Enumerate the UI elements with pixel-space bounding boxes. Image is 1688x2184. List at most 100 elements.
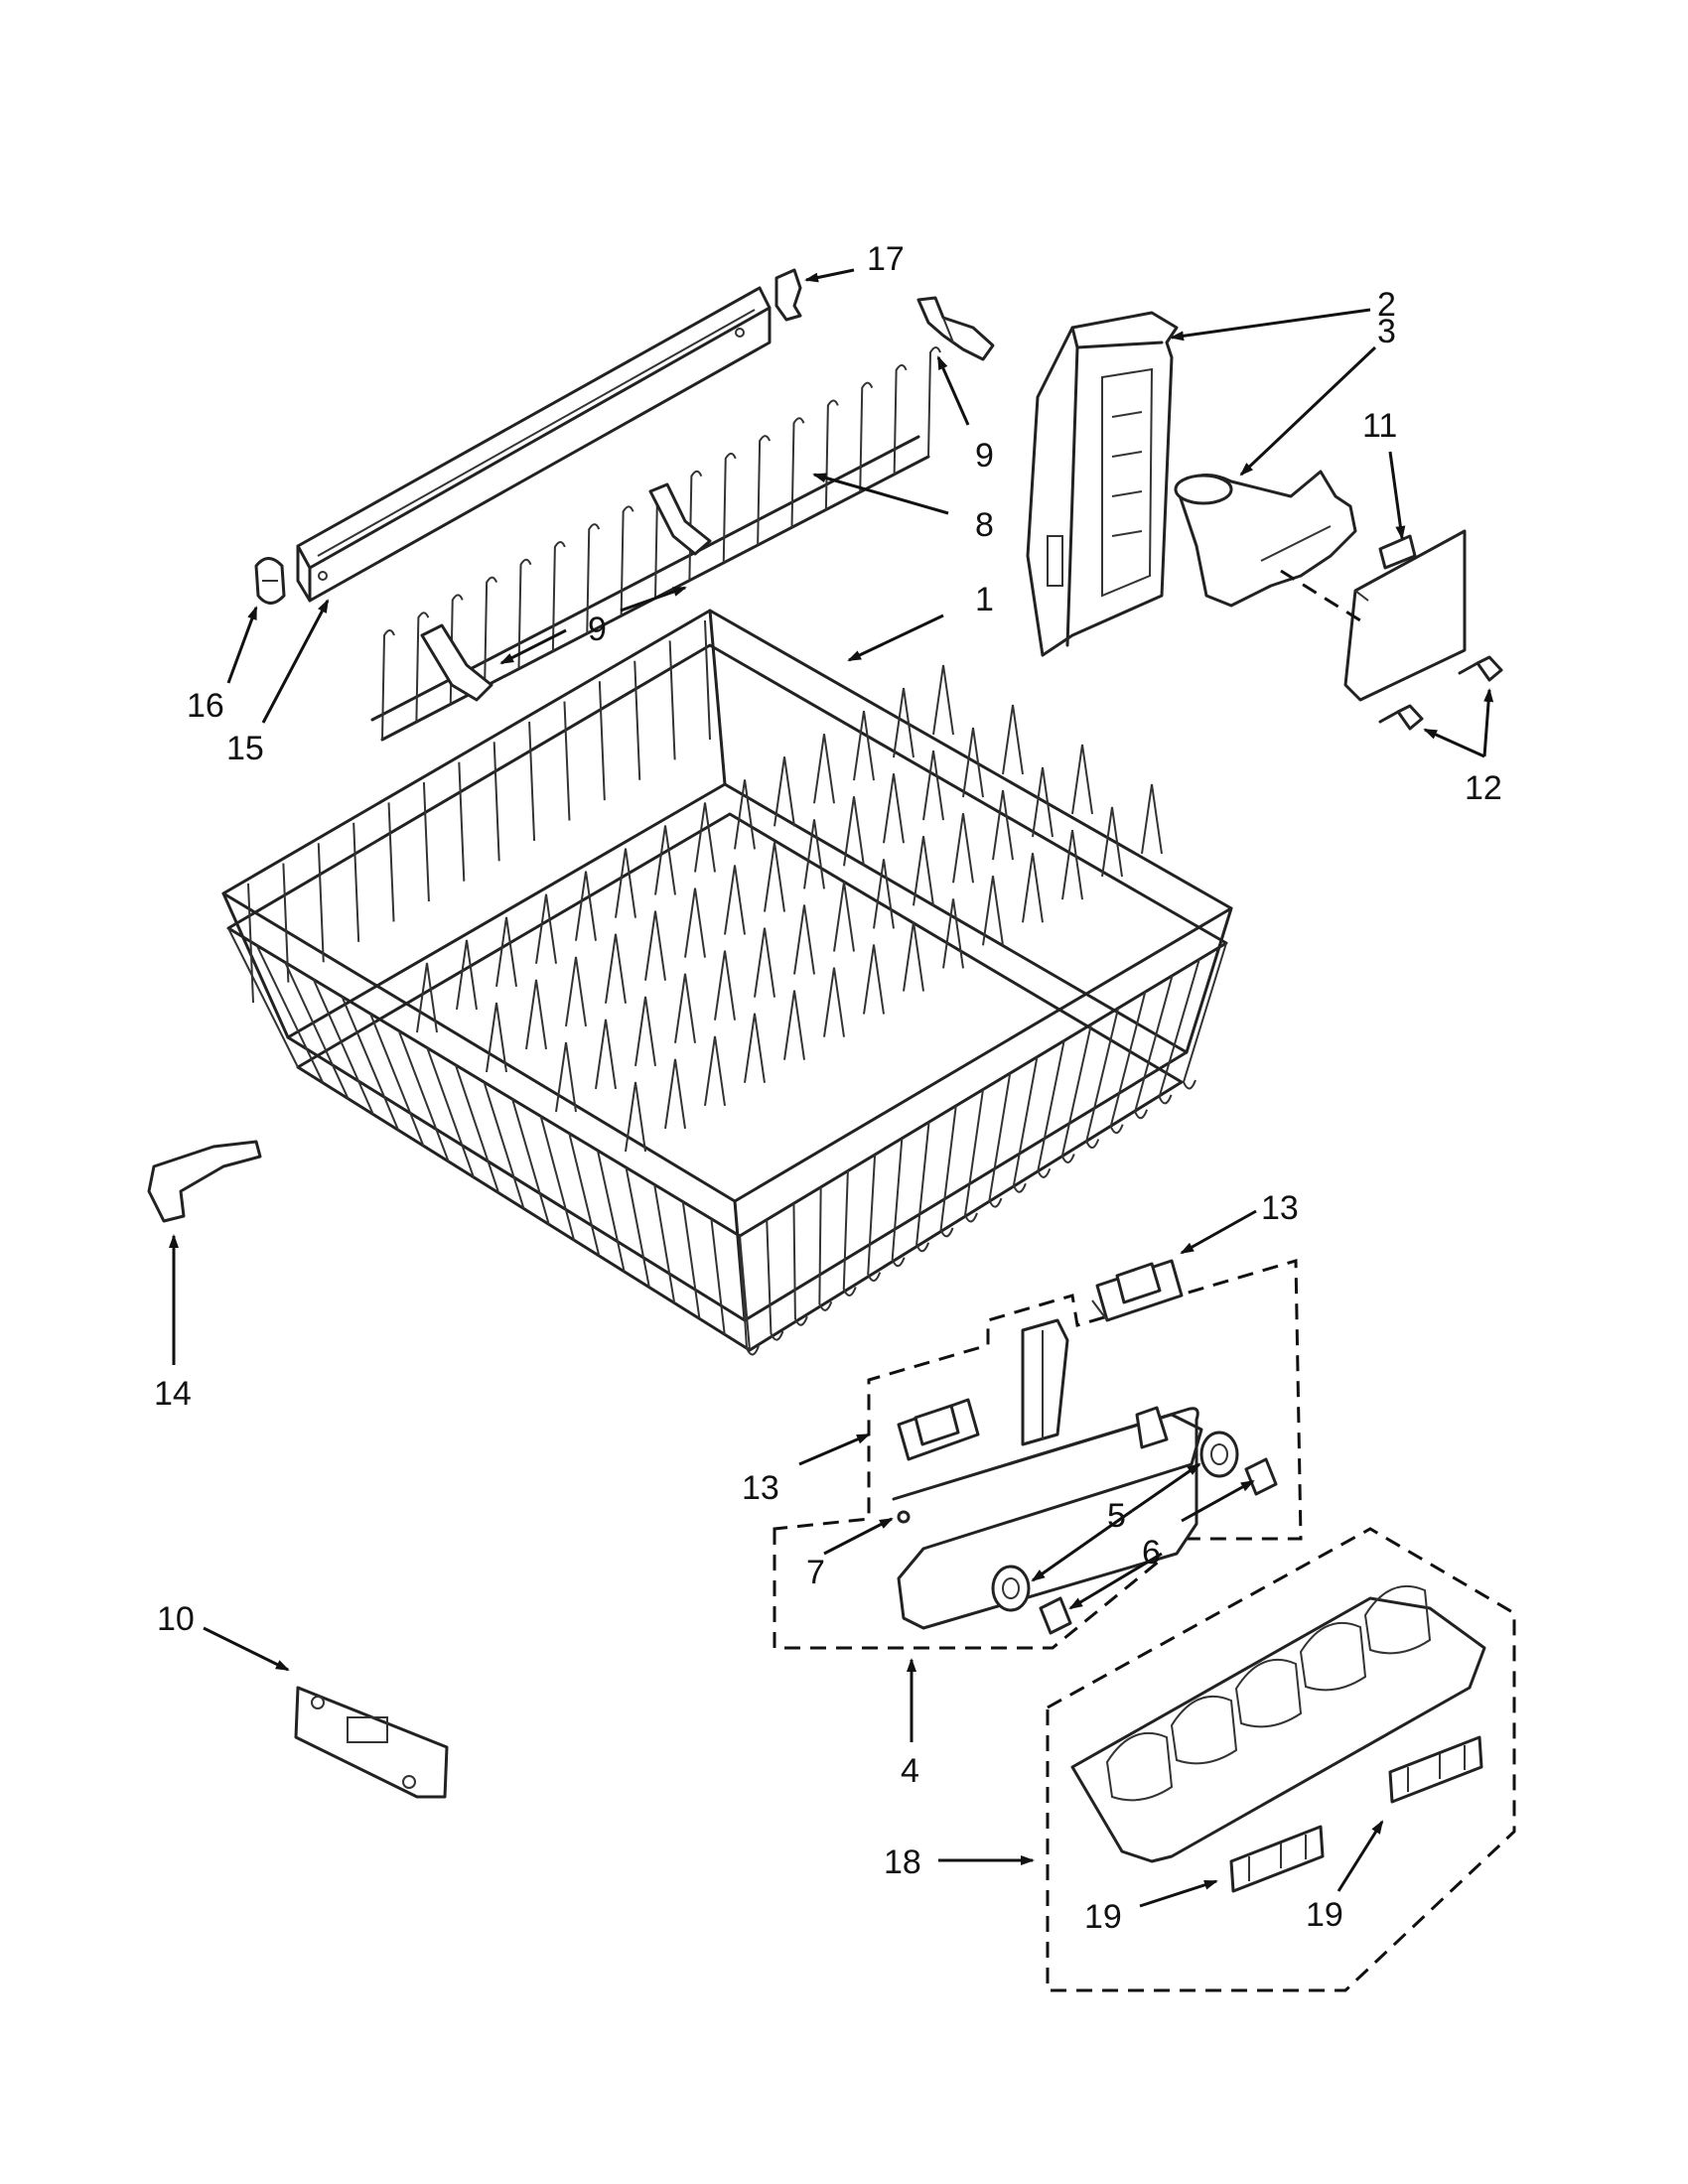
wire [891,1138,906,1268]
part-carrier-left [897,1398,980,1461]
wire [492,742,500,862]
wire [620,505,634,616]
wire [863,944,885,1015]
wire [915,1122,930,1253]
wire [757,435,772,546]
wire [551,540,566,651]
wire [823,967,845,1037]
wire [654,825,676,895]
wire [883,773,905,844]
callout-17: 17 [867,240,905,278]
callout-8: 8 [975,506,994,544]
part-wheel-right [1199,1431,1239,1478]
wire [486,1002,507,1073]
wire [783,990,805,1060]
wire [653,1184,676,1303]
wire [387,802,395,922]
wire [818,1186,833,1311]
callout-13-right: 13 [1261,1189,1299,1227]
callout-2: 2 [1377,286,1396,324]
wire [913,836,934,906]
wire [792,1203,808,1326]
wire [992,790,1014,861]
callout-6: 6 [1142,1534,1161,1571]
callout-16: 16 [187,687,224,725]
wire [565,956,587,1026]
wire [793,904,815,975]
group-outline-adjuster-kit [773,1259,1303,1650]
wire [568,1133,601,1257]
wire [803,819,825,889]
wire [843,796,865,867]
wire [893,687,914,758]
wire [644,910,666,981]
callout-18: 18 [884,1843,921,1881]
part-axle-left [1039,1596,1072,1635]
wire [1101,806,1123,878]
part-axle-right [1244,1457,1278,1496]
wire [535,893,557,964]
callout-4: 4 [901,1752,919,1790]
wire [1002,704,1024,775]
wire [397,1029,450,1162]
wire [227,927,299,1068]
callout-15: 15 [226,730,264,767]
wire [381,629,395,741]
wire [1061,830,1083,900]
part-upper-rack [221,609,1233,1356]
callout-1: 1 [975,581,994,618]
leader-lines [169,268,1494,1908]
wire [1022,853,1044,923]
wire [1012,1056,1039,1193]
wire [833,882,855,952]
wire [739,1235,760,1356]
wire [893,363,908,475]
wire [575,871,597,941]
wire [284,962,350,1100]
part-tine-clip-left [420,623,493,702]
wire [426,1047,475,1178]
wire [1299,1622,1367,1692]
part-adjuster-arm [1174,470,1357,608]
wire [714,950,736,1021]
wire [903,921,924,992]
wire [739,1235,751,1351]
part-screw-b [1378,704,1424,731]
wire [598,681,606,801]
callout-13-left: 13 [742,1469,779,1507]
wire [684,887,706,958]
wire [416,962,438,1033]
wire [483,1081,525,1209]
wire [528,721,536,841]
wire [688,470,703,581]
wire [982,876,1004,946]
part-rail-clip [774,268,802,322]
part-cover-plate [1343,529,1467,702]
part-adjuster-housing [1026,311,1179,657]
wire [539,1116,576,1241]
callout-14: 14 [154,1375,192,1413]
wire [625,1081,646,1153]
wire [282,863,290,983]
part-wheel-left [991,1565,1031,1612]
wire [352,822,360,942]
part-screw-a [1458,655,1503,682]
wire [744,1013,766,1083]
wire [633,660,641,780]
wire [927,346,941,458]
wire [932,664,954,736]
callout-19-right: 19 [1306,1896,1343,1934]
wire [517,558,532,669]
part-bracket [294,1686,449,1799]
wire [1170,1696,1238,1765]
wire [422,782,430,902]
wire [596,1150,626,1273]
wire [634,996,656,1066]
wire [952,813,974,884]
wire [525,979,547,1050]
callout-12: 12 [1465,769,1502,807]
group-outline-wheel-carrier [1046,1527,1516,1992]
part-rack-rail [296,286,772,603]
part-wheel-carrier [1070,1585,1486,1863]
wire [555,1041,577,1113]
